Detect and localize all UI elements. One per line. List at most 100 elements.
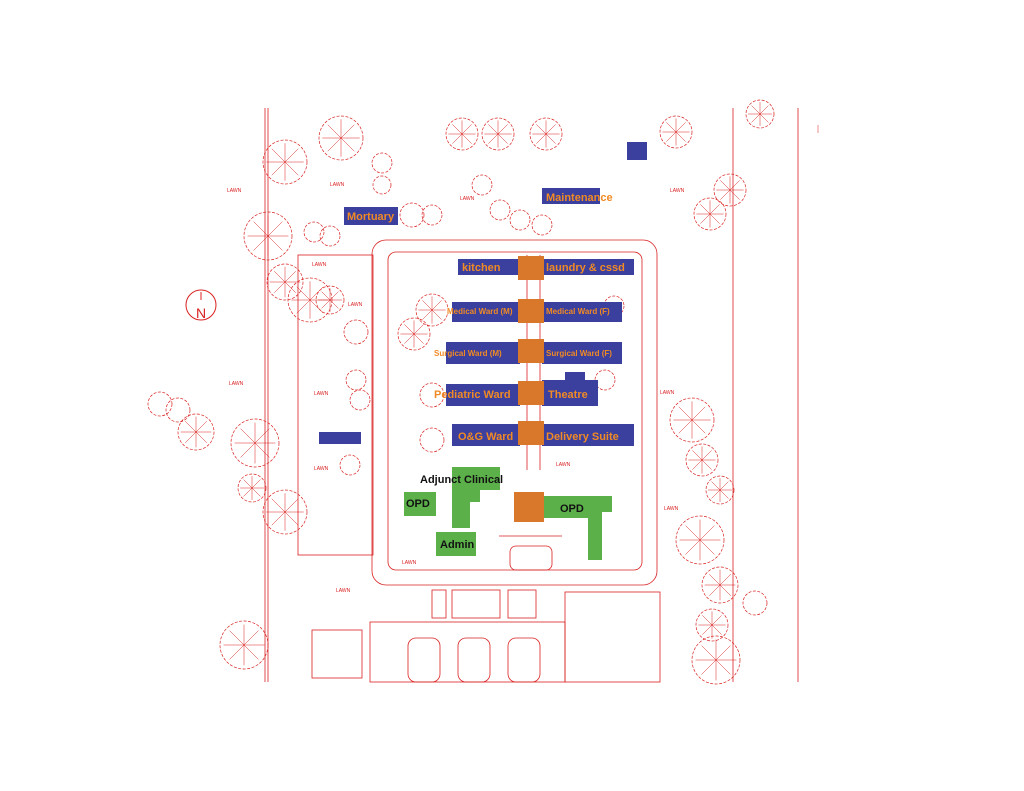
tree-branch xyxy=(229,644,245,660)
tree-branch xyxy=(666,131,677,142)
gatehouse-block xyxy=(627,142,647,160)
building-labels: kitchen laundry & cssd Mortuary Maintena… xyxy=(347,192,625,551)
tree-symbol xyxy=(675,515,725,565)
tree-branch xyxy=(711,624,722,635)
kitchen-label: kitchen xyxy=(462,262,501,274)
tree-branch xyxy=(452,124,463,135)
tree-symbol xyxy=(237,473,267,503)
tree-branch xyxy=(185,431,197,443)
connector xyxy=(518,299,544,323)
lawn-label: LAWN xyxy=(670,188,685,194)
tree-branch xyxy=(251,479,261,489)
lawn-label: LAWN xyxy=(660,390,675,396)
admin-block xyxy=(436,532,476,556)
medical-m-label: Medical Ward (M) xyxy=(447,307,513,316)
tree-branch xyxy=(720,189,731,200)
trees xyxy=(147,99,775,685)
lawn-label: LAWN xyxy=(314,391,329,397)
tree-branch xyxy=(267,221,283,237)
tree-branch xyxy=(253,235,269,251)
tree-branch xyxy=(243,630,259,646)
tree-branch xyxy=(431,300,442,311)
maintenance-label: Maintenance xyxy=(546,192,613,204)
adjunct-clinical-block xyxy=(452,467,500,528)
adjunct-label: Adjunct Clinical xyxy=(420,474,503,486)
tree-symbol xyxy=(445,117,479,151)
tree-branch xyxy=(536,133,547,144)
opd-left-block xyxy=(404,492,436,516)
tree-branch xyxy=(691,419,706,434)
tree-branch xyxy=(675,131,686,142)
tree-branch xyxy=(711,489,721,499)
tree-symbol xyxy=(343,319,369,345)
tree-symbol xyxy=(489,199,511,221)
tree-branch xyxy=(452,133,463,144)
tree-symbol xyxy=(219,620,269,670)
tree-symbol xyxy=(742,590,768,616)
theatre-annex xyxy=(565,372,585,382)
tree-branch xyxy=(274,281,286,293)
surgical-f-label: Surgical Ward (F) xyxy=(546,349,612,358)
tree-branch xyxy=(759,113,769,123)
tree-branch xyxy=(545,124,556,135)
tree-symbol xyxy=(509,209,531,231)
tree-symbol xyxy=(399,202,425,228)
tree-branch xyxy=(340,124,355,139)
surgical-m-label: Surgical Ward (M) xyxy=(434,349,502,358)
tree-symbol xyxy=(319,225,341,247)
tree-symbol xyxy=(345,369,367,391)
connector xyxy=(518,421,544,445)
tree-symbol xyxy=(691,635,741,685)
tree-symbol xyxy=(230,418,280,468)
tree-symbol xyxy=(693,197,727,231)
tree-branch xyxy=(751,105,761,115)
lawn-labels: LAWN LAWN LAWN LAWN LAWN LAWN LAWN LAWN … xyxy=(227,182,685,594)
tree-branch xyxy=(701,659,717,675)
tree-symbol xyxy=(397,317,431,351)
pediatric-block xyxy=(446,384,520,406)
surgical-m-block xyxy=(446,342,520,364)
tree-symbol xyxy=(315,285,345,315)
tree-symbol xyxy=(481,117,515,151)
west-block xyxy=(319,432,361,444)
og-ward-label: O&G Ward xyxy=(458,431,513,443)
tree-branch xyxy=(253,221,269,237)
tree-branch xyxy=(340,137,355,152)
tree-branch xyxy=(709,574,721,586)
tree-symbol xyxy=(669,397,715,443)
mortuary-label: Mortuary xyxy=(347,211,395,223)
tree-symbol xyxy=(147,391,173,417)
tree-branch xyxy=(715,659,731,675)
tree-branch xyxy=(271,161,286,176)
north-label: N xyxy=(196,305,206,321)
tree-branch xyxy=(461,133,472,144)
tree-branch xyxy=(488,133,499,144)
tree-branch xyxy=(691,406,706,421)
tree-branch xyxy=(729,189,740,200)
tree-symbol xyxy=(419,382,445,408)
tree-symbol xyxy=(701,566,739,604)
theatre-label: Theatre xyxy=(548,389,588,401)
delivery-label: Delivery Suite xyxy=(546,431,619,443)
tree-branch xyxy=(254,442,270,458)
tree-symbol xyxy=(318,115,364,161)
tree-branch xyxy=(296,299,311,314)
tree-branch xyxy=(685,539,701,555)
tree-branch xyxy=(243,644,259,660)
tree-symbol xyxy=(177,413,215,451)
tree-branch xyxy=(536,124,547,135)
surgical-f-block xyxy=(542,342,622,364)
pediatric-label: Pediatric Ward xyxy=(434,389,511,401)
og-ward-block xyxy=(452,424,520,446)
tree-branch xyxy=(329,299,339,309)
tree-branch xyxy=(251,487,261,497)
tree-branch xyxy=(240,442,256,458)
connector xyxy=(518,339,544,363)
tree-branch xyxy=(327,137,342,152)
lawn-label: LAWN xyxy=(314,466,329,472)
tree-branch xyxy=(709,584,721,596)
connector-hatched xyxy=(514,492,544,522)
tree-symbol xyxy=(415,293,449,327)
lawn-label: LAWN xyxy=(348,302,363,308)
